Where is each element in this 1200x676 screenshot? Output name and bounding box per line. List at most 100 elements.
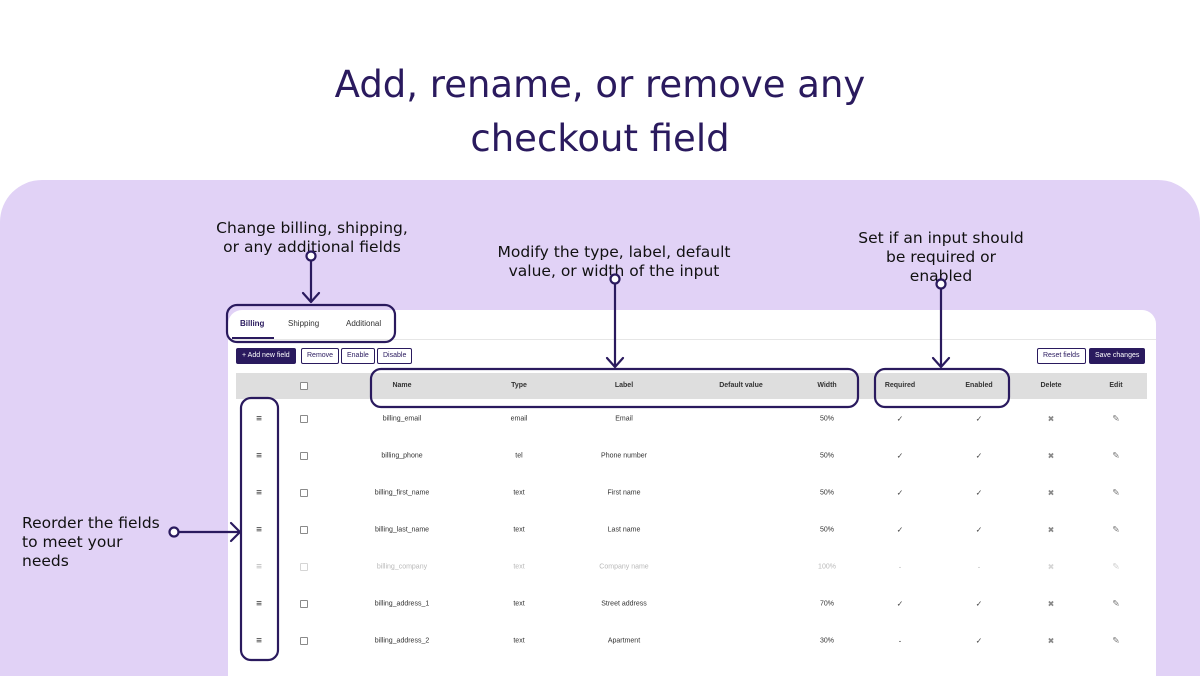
- drag-handle-icon[interactable]: ≡: [256, 487, 262, 498]
- callout-tabs-line-2: or any additional fields: [223, 238, 401, 256]
- callout-required-line-3: enabled: [909, 267, 973, 285]
- edit-pencil-icon[interactable]: ✎: [1112, 413, 1120, 423]
- page-headline: Add, rename, or remove any checkout fiel…: [0, 58, 1200, 166]
- field-label: Street address: [601, 600, 647, 607]
- drag-handle-icon[interactable]: ≡: [256, 561, 262, 572]
- delete-x-icon[interactable]: ✖: [1047, 451, 1055, 460]
- field-label: Apartment: [607, 637, 641, 644]
- edit-pencil-icon[interactable]: ✎: [1112, 487, 1120, 497]
- callout-columns-line-2: value, or width of the input: [508, 262, 720, 280]
- table-row: ≡ billing_address_2 text Apartment 30% - ✓ ✖ ✎: [228, 622, 1156, 659]
- row-checkbox[interactable]: [300, 414, 308, 423]
- checkout-fields-app: Billing Shipping Additional + Add new fi…: [228, 310, 1156, 676]
- field-type: text: [513, 600, 525, 607]
- headline-line-2: checkout field: [470, 117, 730, 160]
- enabled-toggle[interactable]: -: [977, 562, 981, 571]
- tab-billing[interactable]: Billing: [240, 319, 265, 328]
- enabled-toggle[interactable]: ✓: [975, 451, 983, 460]
- row-checkbox[interactable]: [300, 599, 308, 608]
- callout-reorder-line-1: Reorder the fields: [22, 514, 160, 532]
- column-enabled: Enabled: [965, 382, 993, 389]
- field-name: billing_phone: [381, 452, 423, 459]
- required-toggle[interactable]: ✓: [896, 599, 904, 608]
- active-tab-indicator: [232, 337, 274, 339]
- delete-x-icon[interactable]: ✖: [1047, 599, 1055, 608]
- edit-pencil-icon[interactable]: ✎: [1112, 561, 1120, 571]
- row-checkbox[interactable]: [300, 451, 308, 460]
- callout-reorder-line-2: to meet your needs: [22, 533, 123, 570]
- drag-handle-icon[interactable]: ≡: [256, 450, 262, 461]
- field-name: billing_first_name: [374, 489, 430, 496]
- required-toggle[interactable]: -: [898, 636, 902, 645]
- field-width: 70%: [819, 600, 835, 607]
- row-checkbox[interactable]: [300, 636, 308, 645]
- table-row: ≡ billing_address_1 text Street address 70% ✓…: [228, 585, 1156, 622]
- field-width: 50%: [819, 526, 835, 533]
- edit-pencil-icon[interactable]: ✎: [1112, 450, 1120, 460]
- required-toggle[interactable]: ✓: [896, 488, 904, 497]
- required-toggle[interactable]: ✓: [896, 414, 904, 423]
- reset-fields-button[interactable]: Reset fields: [1037, 348, 1086, 364]
- field-width: 50%: [819, 489, 835, 496]
- edit-pencil-icon[interactable]: ✎: [1112, 598, 1120, 608]
- drag-handle-icon[interactable]: ≡: [256, 413, 262, 424]
- callout-required-line-1: Set if an input should: [858, 229, 1024, 247]
- remove-button[interactable]: Remove: [301, 348, 340, 364]
- field-type: text: [513, 489, 525, 496]
- delete-x-icon[interactable]: ✖: [1047, 488, 1055, 497]
- field-type: text: [513, 526, 525, 533]
- enabled-toggle[interactable]: ✓: [975, 488, 983, 497]
- field-label: Email: [615, 415, 633, 422]
- column-width: Width: [817, 382, 837, 389]
- field-name: billing_address_2: [374, 637, 430, 644]
- drag-handle-icon[interactable]: ≡: [256, 524, 262, 535]
- delete-x-icon[interactable]: ✖: [1047, 636, 1055, 645]
- edit-pencil-icon[interactable]: ✎: [1112, 524, 1120, 534]
- tab-shipping[interactable]: Shipping: [288, 319, 320, 328]
- row-checkbox[interactable]: [300, 488, 308, 497]
- enable-button[interactable]: Enable: [341, 348, 375, 364]
- edit-pencil-icon[interactable]: ✎: [1112, 635, 1120, 645]
- enabled-toggle[interactable]: ✓: [975, 636, 983, 645]
- field-type: tel: [515, 452, 523, 459]
- column-edit: Edit: [1109, 382, 1123, 389]
- column-delete: Delete: [1040, 382, 1062, 389]
- enabled-toggle[interactable]: ✓: [975, 414, 983, 423]
- field-label: First name: [607, 489, 641, 496]
- enabled-toggle[interactable]: ✓: [975, 525, 983, 534]
- required-toggle[interactable]: ✓: [896, 451, 904, 460]
- callout-columns: Modify the type, label, default value, o…: [484, 243, 744, 281]
- column-name: Name: [392, 382, 412, 389]
- delete-x-icon[interactable]: ✖: [1047, 525, 1055, 534]
- headline-line-1: Add, rename, or remove any: [334, 63, 866, 106]
- field-name: billing_address_1: [374, 600, 430, 607]
- drag-handle-icon[interactable]: ≡: [256, 598, 262, 609]
- add-new-field-button[interactable]: + Add new field: [236, 348, 296, 364]
- required-toggle[interactable]: -: [898, 562, 902, 571]
- drag-handle-icon[interactable]: ≡: [256, 635, 262, 646]
- row-checkbox[interactable]: [300, 525, 308, 534]
- required-toggle[interactable]: ✓: [896, 525, 904, 534]
- save-changes-button[interactable]: Save changes: [1089, 348, 1146, 364]
- callout-tabs-line-1: Change billing, shipping,: [216, 219, 408, 237]
- field-type: text: [513, 563, 525, 570]
- field-label: Company name: [599, 563, 649, 570]
- delete-x-icon[interactable]: ✖: [1047, 414, 1055, 423]
- select-all-checkbox[interactable]: [300, 382, 308, 390]
- field-type: email: [510, 415, 528, 422]
- field-width: 30%: [819, 637, 835, 644]
- field-name: billing_email: [382, 415, 422, 422]
- callout-reorder: Reorder the fields to meet your needs: [22, 514, 168, 571]
- callout-required: Set if an input should be required or en…: [846, 229, 1036, 286]
- field-name: billing_last_name: [374, 526, 430, 533]
- disable-button[interactable]: Disable: [377, 348, 413, 364]
- delete-x-icon[interactable]: ✖: [1047, 562, 1055, 571]
- enabled-toggle[interactable]: ✓: [975, 599, 983, 608]
- field-type: text: [513, 637, 525, 644]
- table-header: Name Type Label Default value Width Requ…: [236, 373, 1147, 399]
- tab-additional[interactable]: Additional: [346, 319, 382, 328]
- row-checkbox[interactable]: [300, 562, 308, 571]
